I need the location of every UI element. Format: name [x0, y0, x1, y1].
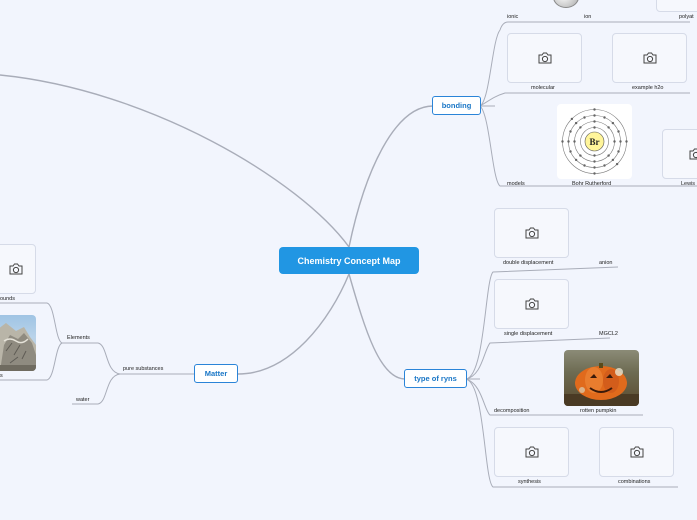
atom-symbol: Br [590, 137, 600, 147]
label-ionic[interactable]: ionic [507, 14, 519, 20]
camera-icon [525, 446, 538, 458]
rotten-pumpkin-image[interactable] [564, 350, 639, 406]
bohr-atom-diagram: Br [561, 108, 628, 175]
label-double-displacement[interactable]: double displacement [503, 260, 554, 266]
bohr-rutherford-image[interactable]: Br [557, 104, 632, 179]
label-polyatomic[interactable]: polyat [679, 14, 694, 20]
label-lewis[interactable]: Lewis [681, 181, 696, 187]
molecular-image-placeholder[interactable] [507, 33, 582, 83]
rock-photo [0, 323, 36, 371]
label-water[interactable]: water [76, 397, 90, 403]
topic-matter[interactable]: Matter [194, 364, 238, 383]
central-topic[interactable]: Chemistry Concept Map [279, 247, 419, 274]
camera-icon [689, 148, 697, 160]
label-compounds-partial[interactable]: ounds [0, 296, 15, 302]
label-single-displacement[interactable]: single displacement [504, 331, 553, 337]
double-displacement-image-placeholder[interactable] [494, 208, 569, 258]
label-pure-substances[interactable]: pure substances [123, 366, 164, 372]
camera-icon [630, 446, 643, 458]
label-molecular[interactable]: molecular [531, 85, 555, 91]
camera-icon [538, 52, 551, 64]
topic-type-of-reactions[interactable]: type of ryns [404, 369, 467, 388]
camera-icon [9, 263, 23, 275]
single-displacement-image-placeholder[interactable] [494, 279, 569, 329]
label-anion[interactable]: anion [599, 260, 613, 266]
label-models[interactable]: models [507, 181, 525, 187]
label-elements-image-partial[interactable]: s [0, 373, 3, 379]
label-ion[interactable]: ion [584, 14, 592, 20]
label-synthesis[interactable]: synthesis [518, 479, 541, 485]
camera-icon [525, 227, 538, 239]
label-elements[interactable]: Elements [67, 335, 90, 341]
combinations-image-placeholder[interactable] [599, 427, 674, 477]
label-example-h2o[interactable]: example h2o [632, 85, 664, 91]
synthesis-image-placeholder[interactable] [494, 427, 569, 477]
label-decomposition[interactable]: decomposition [494, 408, 530, 414]
compounds-image-placeholder[interactable] [0, 244, 36, 294]
label-rotten-pumpkin[interactable]: rotten pumpkin [580, 408, 617, 414]
topic-bonding[interactable]: bonding [432, 96, 481, 115]
label-combinations[interactable]: combinations [618, 479, 651, 485]
polyatomic-image-placeholder[interactable] [656, 0, 697, 12]
camera-icon [525, 298, 538, 310]
label-mgcl2[interactable]: MGCL2 [599, 331, 618, 337]
lewis-image-placeholder[interactable] [662, 129, 697, 179]
example-h2o-image-placeholder[interactable] [612, 33, 687, 83]
elements-rock-image[interactable] [0, 315, 36, 371]
camera-icon [643, 52, 656, 64]
pumpkin-photo [564, 363, 639, 406]
label-bohr-rutherford[interactable]: Bohr Rutherford [572, 181, 612, 187]
